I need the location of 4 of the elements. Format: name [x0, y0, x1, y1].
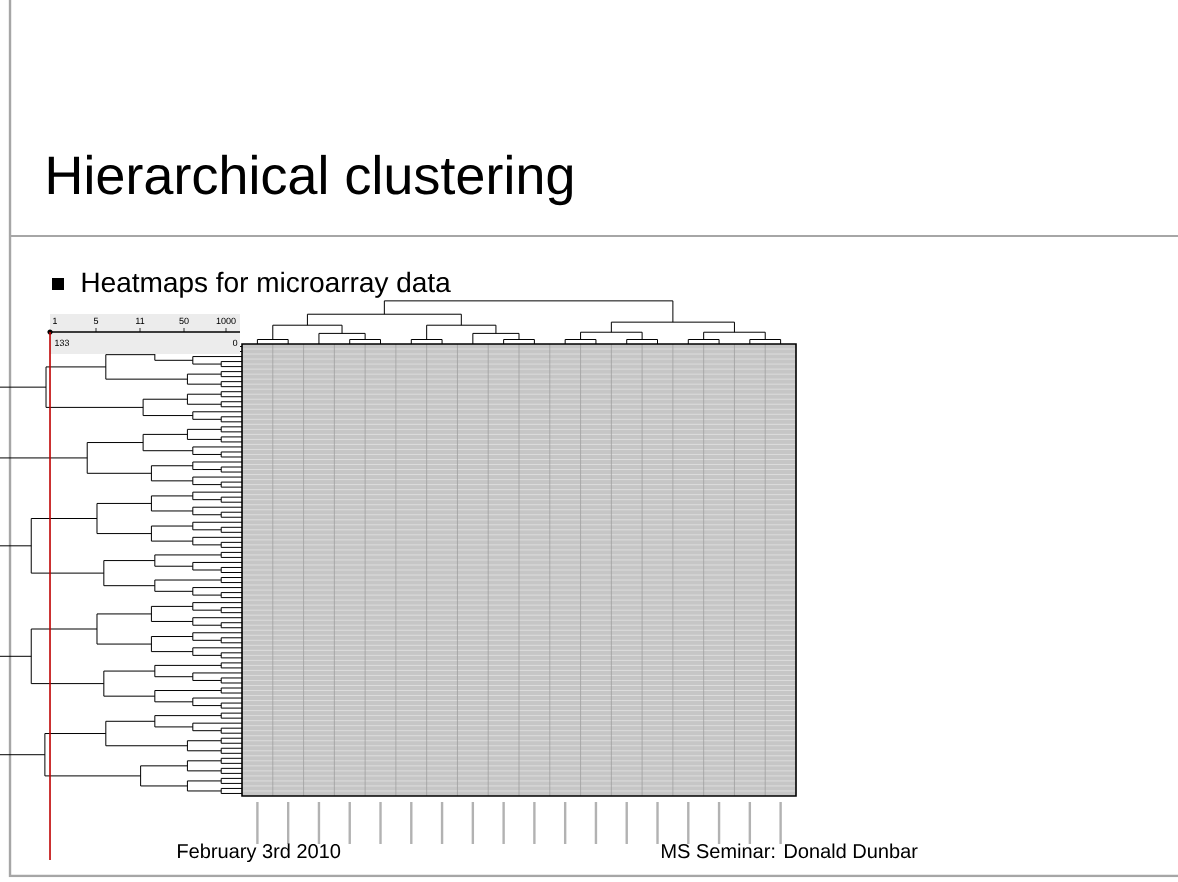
bullet-text: Heatmaps for microarray data [82, 271, 451, 298]
slide-title: Hierarchical clustering [48, 154, 572, 206]
footer-author: MS Seminar: Donald Dunbar [662, 843, 918, 859]
footer-date: February 3rd 2010 [178, 843, 341, 863]
